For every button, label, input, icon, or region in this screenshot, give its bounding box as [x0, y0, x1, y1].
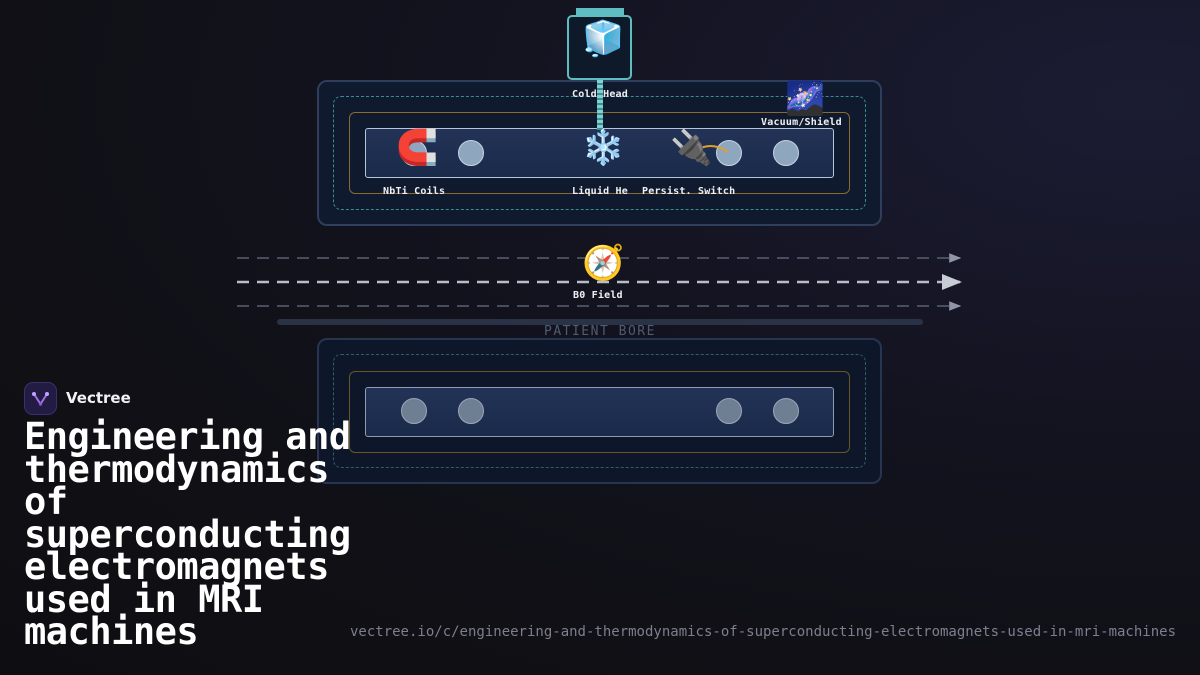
vacuum-shield-bottom: [333, 354, 866, 468]
cold-head-stem: [597, 80, 603, 130]
magnet-icon: 🧲: [396, 128, 439, 168]
coil-former-top: [365, 128, 834, 178]
page-title: Engineering and thermodynamics of superc…: [24, 415, 351, 653]
helium-vessel-bottom: [349, 371, 850, 453]
coil-winding: [401, 140, 427, 166]
vacuum-shield-label: Vacuum/Shield: [761, 117, 842, 128]
cold-head-cap: [576, 8, 624, 16]
compass-icon: 🧭: [582, 243, 625, 283]
patient-bore-bar: [277, 319, 923, 325]
coil-winding: [458, 398, 484, 424]
coil-winding: [773, 398, 799, 424]
brand-name: Vectree: [66, 389, 131, 407]
vectree-logo-icon: [24, 382, 57, 415]
galaxy-icon: 🌌: [785, 79, 825, 117]
coil-winding: [716, 398, 742, 424]
plug-icon: 🔌: [670, 128, 713, 168]
liquid-he-label: Liquid He: [572, 186, 628, 197]
coil-winding: [401, 398, 427, 424]
coil-winding: [773, 140, 799, 166]
ice-cube-icon: 🧊: [582, 19, 625, 59]
coil-winding: [458, 140, 484, 166]
coil-winding: [716, 140, 742, 166]
switch-wire: [693, 145, 729, 153]
snowflake-icon: ❄️: [582, 128, 625, 168]
persist-switch-label: Persist. Switch: [642, 186, 736, 197]
source-url: vectree.io/c/engineering-and-thermodynam…: [349, 624, 1176, 640]
nbti-coils-label: NbTi Coils: [383, 186, 446, 197]
cold-head-label: Cold Head: [572, 89, 628, 100]
coil-former-bottom: [365, 387, 834, 437]
patient-bore-label: PATIENT BORE: [544, 324, 656, 339]
cold-head: [567, 15, 632, 80]
b0-field-label: B0 Field: [573, 290, 623, 301]
